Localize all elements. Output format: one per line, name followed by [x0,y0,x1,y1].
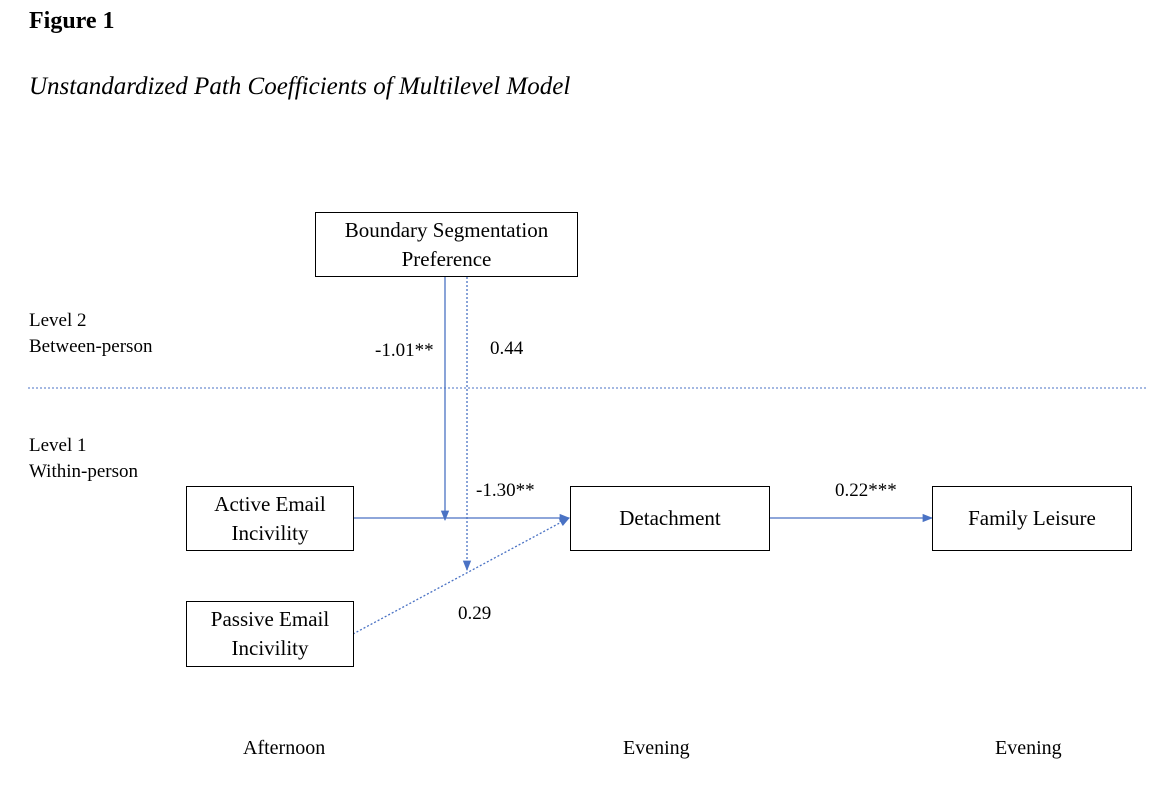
figure-label: Figure 1 [29,8,115,34]
node-boundary-segmentation-preference: Boundary Segmentation Preference [315,212,578,277]
time-label-evening-family: Evening [995,737,1062,759]
node-passive-email-incivility: Passive Email Incivility [186,601,354,667]
node-active-email-incivility: Active Email Incivility [186,486,354,551]
level1-subtitle: Within-person [29,461,138,482]
node-detachment: Detachment [570,486,770,551]
level1-title: Level 1 [29,435,87,456]
arrow-passive-to-detachment [352,517,570,635]
node-boundary-line1: Boundary Segmentation [344,217,549,242]
coef-active-detachment: -1.30** [476,480,535,501]
node-family-leisure: Family Leisure [932,486,1132,551]
coef-detachment-family: 0.22*** [835,480,897,501]
time-label-afternoon: Afternoon [243,737,326,759]
node-boundary-line2: Preference [401,246,492,271]
level2-subtitle: Between-person [29,336,153,357]
time-label-evening-detachment: Evening [623,737,690,759]
node-active-line1: Active Email [214,491,326,516]
level2-label: Level 2 Between-person [29,308,152,360]
coef-boundary-passive: 0.44 [490,338,524,359]
level1-label: Level 1 Within-person [29,433,138,485]
figure-title: Unstandardized Path Coefficients of Mult… [29,73,571,100]
node-active-line2: Incivility [231,520,309,545]
node-detachment-label: Detachment [619,506,721,530]
node-family-label: Family Leisure [968,506,1096,530]
level2-title: Level 2 [29,310,87,331]
coef-boundary-active: -1.01** [375,340,434,361]
coef-passive-detachment: 0.29 [458,603,492,624]
node-passive-line2: Incivility [231,636,309,660]
node-passive-line1: Passive Email [210,607,330,631]
